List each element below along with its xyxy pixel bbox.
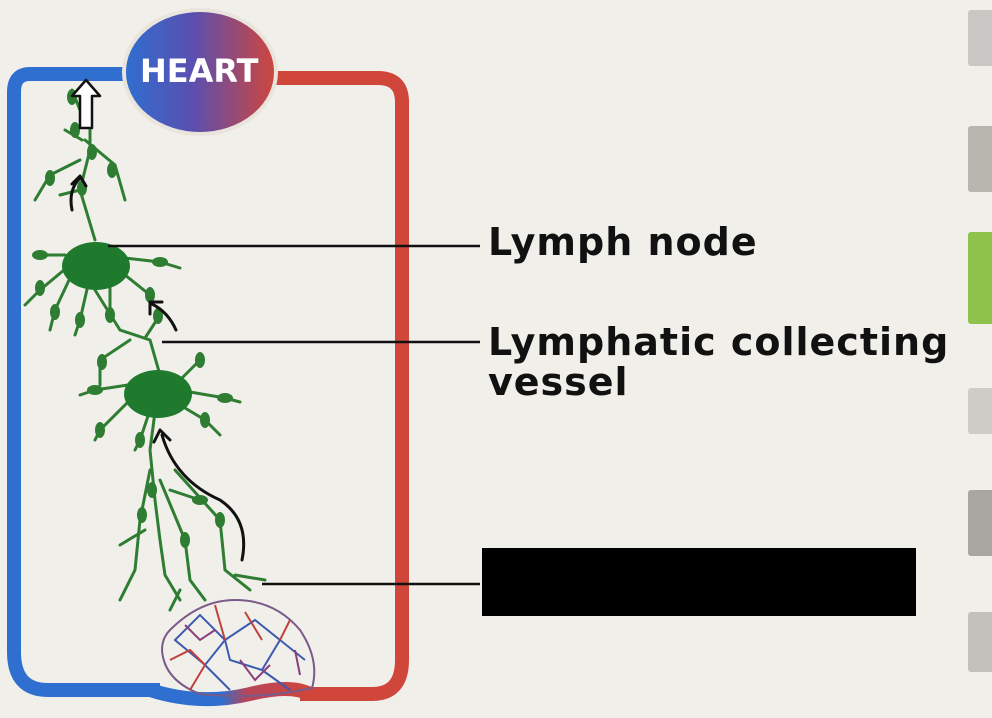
lymph-node-lower (124, 370, 192, 418)
flow-arrows (69, 174, 246, 562)
thumbnail-6[interactable] (968, 612, 992, 672)
thumbnail-5[interactable] (968, 490, 992, 556)
capillary-bed (160, 598, 316, 697)
capillary-connection (147, 682, 314, 707)
collecting-vessel-label: Lymphatic collecting vessel (488, 322, 992, 402)
lymph-valves (32, 89, 233, 548)
heart-label: HEART (140, 52, 259, 90)
up-arrow-icon (70, 78, 102, 130)
heart-shape (122, 8, 278, 136)
collecting-vessel-label-line2: vessel (488, 360, 629, 404)
thumbnail-3[interactable] (968, 232, 992, 324)
lymph-vessels (23, 88, 267, 612)
lymph-node-label: Lymph node (488, 220, 758, 264)
collecting-vessel-label-line1: Lymphatic collecting (488, 320, 950, 364)
pointer-lines (108, 244, 480, 586)
thumbnail-1[interactable] (968, 10, 992, 66)
vein-blue-vessel (7, 67, 160, 697)
artery-red-vessel (262, 71, 409, 701)
redacted-label (482, 548, 916, 616)
thumbnail-2[interactable] (968, 126, 992, 192)
thumbnail-4[interactable] (968, 388, 992, 434)
lymph-node-upper (62, 242, 130, 290)
